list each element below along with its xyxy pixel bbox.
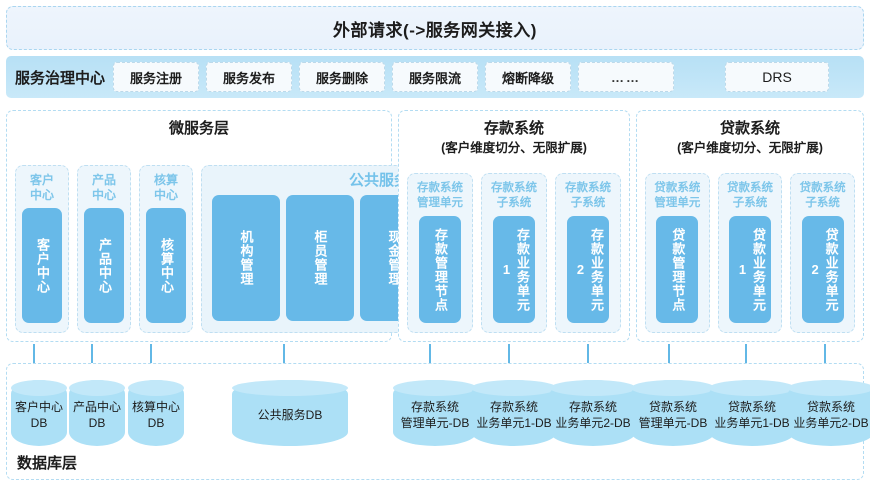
db-product-center-label: 产品中心 DB — [72, 400, 121, 430]
db-loan-unit-1-label: 贷款系统 业务单元1-DB — [714, 400, 790, 430]
card-loan-business-unit-1: 贷款业务单元1 — [729, 216, 771, 323]
microservice-card-group: 客户 中心 客户中心 产品 中心 产品中心 核算 中心 核算中心 公共服务中心 … — [7, 165, 587, 333]
db-customer-center[interactable]: 客户中心 DB — [11, 380, 67, 446]
microservice-layer-title: 微服务层 — [168, 120, 229, 137]
card-customer-center[interactable]: 客户 中心 客户中心 — [15, 165, 69, 333]
gov-button-service-publish[interactable]: 服务发布 — [206, 62, 293, 92]
loan-system-title: 贷款系统 — [719, 120, 780, 137]
card-deposit-business-unit-2: 存款业务单元2 — [567, 216, 609, 323]
module-teller-management[interactable]: 柜员管理 — [286, 195, 354, 321]
card-deposit-management-node: 存款管理节点 — [419, 216, 461, 323]
card-loan-management-unit[interactable]: 贷款系统 管理单元 贷款管理节点 — [645, 173, 710, 333]
card-customer-center-node: 客户中心 — [22, 208, 62, 323]
card-deposit-subsystem-1[interactable]: 存款系统 子系统 存款业务单元1 — [481, 173, 547, 333]
db-public-service[interactable]: 公共服务DB — [232, 380, 348, 446]
service-layer-row: 微服务层 客户 中心 客户中心 产品 中心 产品中心 核算 中心 核算中心 公共… — [6, 110, 864, 342]
db-accounting-center[interactable]: 核算中心 DB — [128, 380, 184, 446]
card-deposit-management-unit-title: 存款系统 管理单元 — [417, 182, 463, 209]
section-deposit-system: 存款系统 (客户维度切分、无限扩展) 存款系统 管理单元 存款管理节点 存款系统… — [398, 110, 630, 342]
card-product-center-title: 产品 中心 — [91, 173, 116, 202]
governance-center-label: 服务治理中心 — [15, 69, 106, 87]
card-loan-management-unit-title: 贷款系统 管理单元 — [654, 182, 701, 209]
arrow-deposit-mgmt-to-db — [429, 344, 431, 370]
db-deposit-unit-2[interactable]: 存款系统 业务单元2-DB — [550, 380, 636, 446]
database-layer: 客户中心 DB 产品中心 DB 核算中心 DB 公共服务DB 存款系统 管理单元… — [6, 363, 870, 480]
db-loan-unit-2-label: 贷款系统 业务单元2-DB — [793, 400, 869, 430]
card-product-center[interactable]: 产品 中心 产品中心 — [77, 165, 131, 333]
arrow-public-service-to-db — [283, 344, 285, 370]
arrow-accounting-center-to-db — [150, 344, 152, 370]
db-public-service-label: 公共服务DB — [257, 408, 323, 422]
arrow-loan-unit2-to-db — [824, 344, 826, 370]
card-loan-subsystem-2[interactable]: 贷款系统 子系统 贷款业务单元2 — [790, 173, 856, 333]
card-loan-subsystem-1[interactable]: 贷款系统 子系统 贷款业务单元1 — [717, 173, 783, 333]
db-loan-mgmt-unit[interactable]: 贷款系统 管理单元-DB — [631, 380, 715, 446]
db-loan-mgmt-unit-label: 贷款系统 管理单元-DB — [638, 400, 708, 430]
loan-card-group: 贷款系统 管理单元 贷款管理节点 贷款系统 子系统 贷款业务单元1 贷款系统 子… — [637, 173, 863, 333]
db-deposit-mgmt-unit[interactable]: 存款系统 管理单元-DB — [393, 380, 477, 446]
deposit-system-subtitle: (客户维度切分、无限扩展) — [441, 141, 587, 155]
deposit-system-title: 存款系统 — [483, 120, 544, 137]
external-request-banner: 外部请求(->服务网关接入) — [6, 6, 864, 50]
card-deposit-subsystem-2-title: 存款系统 子系统 — [565, 182, 611, 209]
card-accounting-center-title: 核算 中心 — [153, 173, 178, 202]
gov-button-drs[interactable]: DRS — [725, 62, 830, 92]
card-loan-subsystem-2-title: 贷款系统 子系统 — [799, 182, 846, 209]
service-governance-center-bar: 服务治理中心 服务注册 服务发布 服务删除 服务限流 熔断降级 …… DRS — [6, 56, 864, 98]
gov-button-service-register[interactable]: 服务注册 — [113, 62, 200, 92]
section-microservice-layer: 微服务层 客户 中心 客户中心 产品 中心 产品中心 核算 中心 核算中心 公共… — [6, 110, 587, 342]
db-deposit-unit-1[interactable]: 存款系统 业务单元1-DB — [471, 380, 557, 446]
banner-title: 外部请求(->服务网关接入) — [333, 20, 537, 40]
database-layer-label: 数据库层 — [17, 455, 78, 472]
db-deposit-unit-1-label: 存款系统 业务单元1-DB — [476, 400, 552, 430]
db-deposit-mgmt-unit-label: 存款系统 管理单元-DB — [400, 400, 470, 430]
arrow-loan-mgmt-to-db — [668, 344, 670, 370]
db-product-center[interactable]: 产品中心 DB — [69, 380, 125, 446]
card-deposit-subsystem-2[interactable]: 存款系统 子系统 存款业务单元2 — [555, 173, 621, 333]
gov-button-service-delete[interactable]: 服务删除 — [299, 62, 386, 92]
card-loan-subsystem-1-title: 贷款系统 子系统 — [727, 182, 773, 209]
arrow-deposit-unit2-to-db — [587, 344, 589, 370]
card-accounting-center-node: 核算中心 — [146, 208, 186, 323]
card-accounting-center[interactable]: 核算 中心 核算中心 — [139, 165, 193, 333]
arrow-product-center-to-db — [91, 344, 93, 370]
section-loan-system: 贷款系统 (客户维度切分、无限扩展) 贷款系统 管理单元 贷款管理节点 贷款系统… — [636, 110, 864, 342]
card-loan-business-unit-2: 贷款业务单元2 — [801, 216, 844, 323]
module-org-management[interactable]: 机构管理 — [212, 195, 280, 321]
db-loan-unit-2[interactable]: 贷款系统 业务单元2-DB — [788, 380, 870, 446]
gov-button-service-ratelimit[interactable]: 服务限流 — [392, 62, 479, 92]
db-loan-unit-1[interactable]: 贷款系统 业务单元1-DB — [709, 380, 795, 446]
db-customer-center-label: 客户中心 DB — [14, 400, 63, 430]
card-customer-center-title: 客户 中心 — [29, 173, 54, 202]
loan-system-subtitle: (客户维度切分、无限扩展) — [677, 141, 823, 155]
db-accounting-center-label: 核算中心 DB — [131, 400, 180, 430]
arrow-loan-unit1-to-db — [745, 344, 747, 370]
card-deposit-business-unit-1: 存款业务单元1 — [493, 216, 535, 323]
deposit-card-group: 存款系统 管理单元 存款管理节点 存款系统 子系统 存款业务单元1 存款系统 子… — [399, 173, 629, 333]
arrow-customer-center-to-db — [33, 344, 35, 370]
card-product-center-node: 产品中心 — [84, 208, 124, 323]
gov-button-circuit-breaker[interactable]: 熔断降级 — [485, 62, 572, 92]
db-deposit-unit-2-label: 存款系统 业务单元2-DB — [555, 400, 631, 430]
gov-button-more[interactable]: …… — [578, 62, 675, 92]
governance-button-group: 服务注册 服务发布 服务删除 服务限流 熔断降级 …… DRS — [113, 62, 855, 92]
card-deposit-subsystem-1-title: 存款系统 子系统 — [491, 182, 537, 209]
card-loan-management-node: 贷款管理节点 — [656, 216, 699, 323]
card-deposit-management-unit[interactable]: 存款系统 管理单元 存款管理节点 — [407, 173, 473, 333]
arrow-deposit-unit1-to-db — [508, 344, 510, 370]
